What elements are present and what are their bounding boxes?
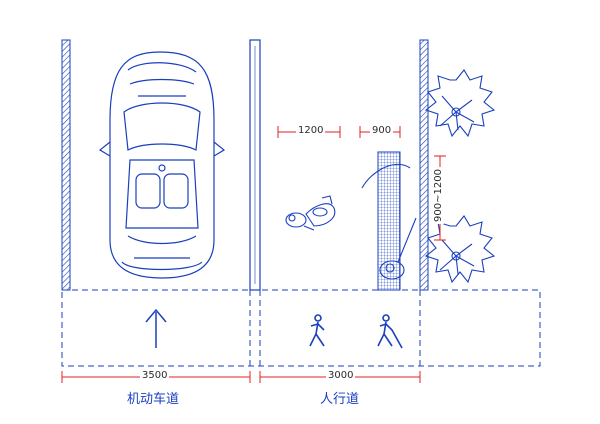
sidewalk-width-label: 3000 — [326, 370, 356, 381]
blind-path-strip — [377, 151, 401, 291]
blind-path-width-label: 900 — [370, 125, 394, 136]
left-curb-wall — [61, 39, 71, 291]
car-lane-label: 机动车道 — [127, 392, 180, 407]
tree-spacing-label: 900~1200 — [432, 167, 444, 224]
right-wall — [419, 39, 429, 291]
road-base — [61, 289, 541, 367]
wheelchair-icon — [285, 195, 336, 231]
pedestrian-icon — [309, 314, 325, 347]
tree-icon — [424, 69, 496, 138]
car-icon — [98, 51, 226, 279]
up-arrow-icon — [145, 308, 167, 348]
car-lane-width-label: 3500 — [140, 370, 170, 381]
wheelchair-width-label: 1200 — [296, 125, 326, 136]
blind-person-top-icon — [361, 163, 417, 280]
tree-icon — [424, 215, 496, 284]
sidewalk-label: 人行道 — [320, 392, 360, 407]
blind-person-icon — [377, 314, 403, 349]
